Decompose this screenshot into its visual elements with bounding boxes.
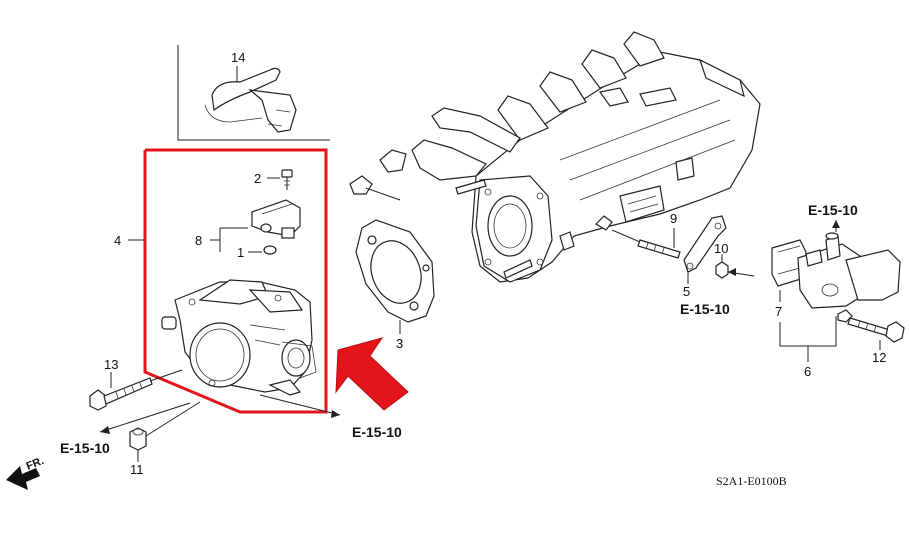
reference-label-bracket: E-15-10 (680, 301, 730, 317)
reference-label-center: E-15-10 (352, 424, 402, 440)
part-number-5: 5 (683, 284, 690, 299)
highlight-box (143, 148, 328, 414)
part-number-9: 9 (670, 211, 677, 226)
nut-part-10 (715, 261, 729, 279)
bolt-part-13 (89, 377, 153, 411)
intake-manifold (349, 31, 761, 283)
part-number-10: 10 (714, 241, 728, 256)
reference-label-left: E-15-10 (60, 440, 110, 456)
gasket-part-3 (355, 219, 435, 323)
bracket-part-5 (683, 215, 727, 273)
nut-part-11 (129, 427, 147, 451)
wire-clip-part (204, 67, 297, 133)
part-number-4: 4 (114, 233, 121, 248)
throttle-body (161, 279, 317, 396)
reference-label-valve: E-15-10 (808, 202, 858, 218)
part-number-11: 11 (130, 462, 144, 477)
inset-part-14: 14 (177, 45, 330, 141)
sensor-part-8 (251, 199, 301, 239)
part-number-3: 3 (396, 336, 403, 351)
part-number-6: 6 (804, 364, 811, 379)
front-label: FR. (25, 455, 46, 473)
part-number-14: 14 (231, 50, 245, 65)
part-number-12: 12 (872, 350, 886, 365)
valve-assembly-part-6 (771, 232, 901, 323)
front-direction-arrow: FR. (6, 455, 46, 490)
part-number-8: 8 (195, 233, 202, 248)
screw-part-2 (281, 169, 293, 190)
o-ring-part-1 (263, 245, 277, 255)
diagram-code: S2A1-E0100B (716, 474, 787, 488)
part-number-7: 7 (775, 304, 782, 319)
part-number-13: 13 (104, 357, 118, 372)
bolt-part-12 (847, 317, 905, 343)
part-number-2: 2 (254, 171, 261, 186)
stud-part-9 (637, 239, 681, 259)
highlight-arrow (335, 337, 409, 411)
part-number-1: 1 (237, 245, 244, 260)
